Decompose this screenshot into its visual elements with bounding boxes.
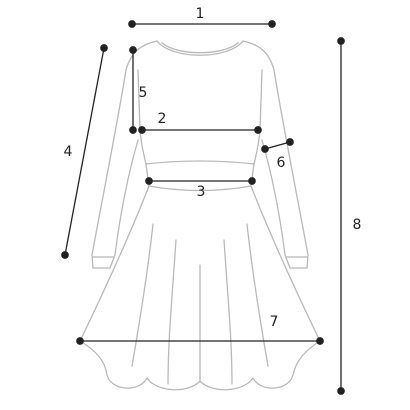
measure-point: [286, 138, 294, 146]
skirt-left: [79, 185, 150, 376]
measure-label-4: 4: [64, 144, 73, 160]
measurement-lines: [61, 20, 345, 395]
measure-label-1: 1: [196, 6, 205, 22]
measure-point: [129, 126, 137, 134]
skirt-fold-3: [246, 223, 269, 367]
measure-point: [138, 126, 146, 134]
measure-point: [129, 46, 137, 54]
measure-label-8: 8: [353, 217, 362, 233]
measure-label-5: 5: [139, 85, 148, 101]
skirt-fold-1: [131, 223, 154, 367]
neckline-inner: [161, 42, 239, 54]
measure-point: [248, 177, 256, 185]
waistband-bottom: [148, 185, 252, 192]
measure-label-6: 6: [277, 155, 286, 171]
measure-point: [261, 145, 269, 153]
measure-point: [128, 20, 136, 28]
measure-point: [268, 20, 276, 28]
measure-point: [254, 126, 262, 134]
dress-outline: [79, 40, 321, 391]
skirt-right: [250, 185, 321, 376]
skirt-fold-5: [223, 239, 233, 385]
right-sleeve: [242, 40, 309, 269]
measure-label-3: 3: [197, 184, 206, 200]
neckline: [156, 40, 244, 56]
measure-line-4: [64, 47, 105, 256]
measure-point: [316, 337, 324, 345]
measure-point: [76, 337, 84, 345]
left-sleeve: [91, 40, 158, 269]
measure-point: [61, 251, 69, 259]
measure-point: [337, 37, 345, 45]
measure-label-2: 2: [158, 111, 167, 127]
measure-label-7: 7: [270, 314, 279, 330]
measure-point: [145, 177, 153, 185]
measurement-labels: 1 2 3 4 5 6 7 8: [64, 6, 362, 330]
waistband-top: [145, 160, 255, 165]
measure-point: [100, 44, 108, 52]
bodice-right: [253, 69, 263, 165]
measure-point: [337, 387, 345, 395]
skirt-fold-4: [167, 239, 177, 385]
measure-line-6: [264, 141, 291, 150]
